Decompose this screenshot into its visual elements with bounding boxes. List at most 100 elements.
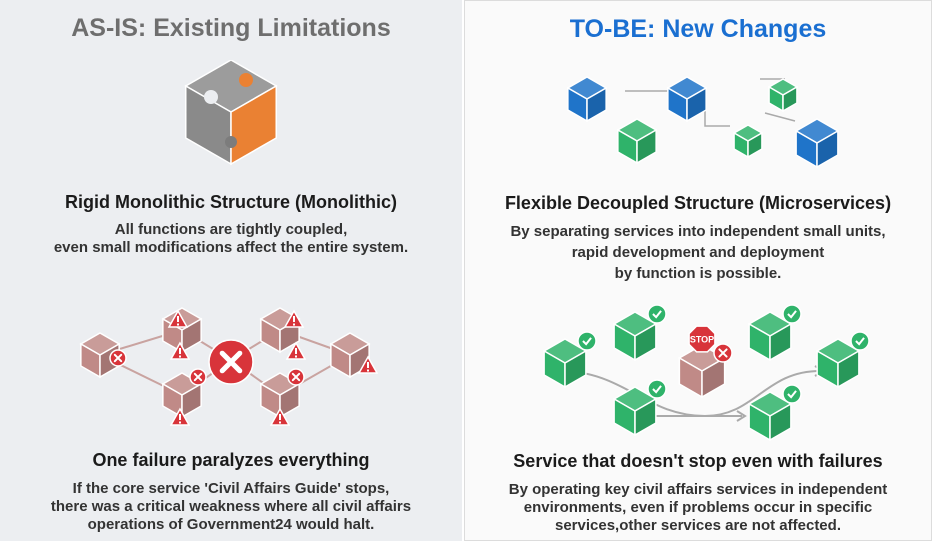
cube-icon — [732, 124, 764, 159]
cube-icon — [794, 118, 840, 169]
cube-right-face — [769, 322, 792, 362]
check-mark — [787, 310, 797, 319]
failure-description-2: there was a critical weakness where all … — [50, 498, 412, 515]
failed-cube-icon — [329, 332, 371, 379]
puzzle-cube-illustration — [184, 60, 278, 166]
warning-dot — [179, 355, 181, 358]
warning-dot — [295, 355, 297, 358]
warning-icon — [357, 355, 379, 374]
cube-right-face — [586, 86, 607, 123]
cube-icon — [767, 78, 799, 113]
x-mark — [219, 350, 243, 374]
failed-cube-icon — [677, 344, 727, 399]
puzzle-tab — [225, 136, 237, 148]
cube-right-face — [230, 84, 277, 166]
check-badge-icon — [647, 379, 667, 399]
cube-right-face — [686, 86, 707, 123]
warning-icon — [167, 309, 189, 328]
check-mark — [582, 337, 592, 346]
cube-right-face — [837, 349, 860, 389]
x-mark — [193, 372, 203, 382]
warning-icon — [285, 341, 307, 360]
warning-dot — [279, 421, 281, 424]
x-badge-icon — [287, 368, 305, 386]
check-mark — [787, 390, 797, 399]
failure-heading: One failure paralyzes everything — [92, 450, 370, 470]
warning-dot — [177, 323, 179, 326]
cube-icon — [666, 76, 708, 123]
cube-right-face — [782, 85, 798, 113]
microservices-illustration — [566, 76, 840, 169]
warning-bar — [179, 414, 181, 420]
x-mark — [113, 353, 123, 363]
badge-circle — [850, 331, 870, 351]
warning-icon — [169, 407, 191, 426]
warning-bar — [177, 316, 179, 322]
badge-circle — [647, 379, 667, 399]
healthy-cube-icon — [815, 338, 861, 389]
resilience-heading: Service that doesn't stop even with fail… — [513, 451, 883, 471]
warning-bar — [179, 348, 181, 354]
check-badge-icon — [850, 331, 870, 351]
connection-lines — [625, 78, 796, 127]
failure-description-1: If the core service 'Civil Affairs Guide… — [72, 480, 390, 497]
warning-dot — [367, 369, 369, 372]
cube-right-face — [816, 129, 839, 169]
stop-octagon — [688, 325, 716, 353]
cube-right-face — [747, 131, 763, 159]
check-badge-icon — [782, 304, 802, 324]
check-mark — [652, 385, 662, 394]
microservices-description-2: rapid development and deployment — [571, 244, 825, 261]
x-mark — [291, 372, 301, 382]
as-is-title: AS-IS: Existing Limitations — [71, 14, 391, 42]
warning-dot — [179, 421, 181, 424]
warning-bar — [279, 414, 281, 420]
check-badge-icon — [782, 384, 802, 404]
healthy-cube-icon — [612, 386, 658, 437]
x-mark — [718, 348, 728, 358]
warning-icon — [169, 341, 191, 360]
warning-bar — [367, 362, 369, 368]
warning-dot — [293, 323, 295, 326]
cube-right-face — [634, 397, 657, 437]
monolithic-description-2: even small modifications affect the enti… — [53, 239, 409, 256]
puzzle-notch — [204, 90, 218, 104]
badge-circle — [782, 304, 802, 324]
resilience-description-1: By operating key civil affairs services … — [508, 481, 888, 498]
puzzle-tab — [239, 73, 253, 87]
cube-right-face — [634, 322, 657, 362]
x-badge-icon — [208, 339, 254, 385]
badge-circle — [577, 331, 597, 351]
warning-bar — [293, 316, 295, 322]
cube-right-face — [769, 402, 792, 441]
check-badge-icon — [647, 304, 667, 324]
as-is-panel: AS-IS: Existing Limitations Rigid Monoli… — [0, 0, 462, 541]
cube-right-face — [701, 356, 726, 399]
warning-icon — [269, 407, 291, 426]
resilience-description-3: services,other services are not affected… — [555, 517, 841, 534]
check-mark — [652, 310, 662, 319]
cube-right-face — [564, 349, 587, 389]
resilience-description-2: environments, even if problems occur in … — [523, 499, 873, 516]
cube-icon — [616, 118, 658, 165]
failure-description-3: operations of Government24 would halt. — [87, 516, 375, 533]
microservices-description-1: By separating services into independent … — [510, 223, 886, 240]
puzzle-cube-icon — [184, 60, 278, 166]
monolithic-heading: Rigid Monolithic Structure (Monolithic) — [65, 192, 397, 212]
monolithic-description-1: All functions are tightly coupled, — [114, 221, 348, 238]
x-badge-icon — [189, 368, 207, 386]
stop-sign-text: STOP — [690, 335, 714, 345]
healthy-cube-icon — [747, 311, 793, 362]
warning-bar — [295, 348, 297, 354]
check-badge-icon — [577, 331, 597, 351]
check-mark — [855, 337, 865, 346]
badge-circle — [782, 384, 802, 404]
microservices-description-3: by function is possible. — [614, 265, 782, 282]
cascading-failure-illustration — [79, 307, 379, 426]
microservices-heading: Flexible Decoupled Structure (Microservi… — [504, 193, 892, 213]
badge-circle — [647, 304, 667, 324]
to-be-title: TO-BE: New Changes — [569, 15, 827, 43]
healthy-cube-icon — [747, 391, 793, 441]
healthy-cube-icon — [542, 338, 588, 389]
cube-icon — [566, 76, 608, 123]
